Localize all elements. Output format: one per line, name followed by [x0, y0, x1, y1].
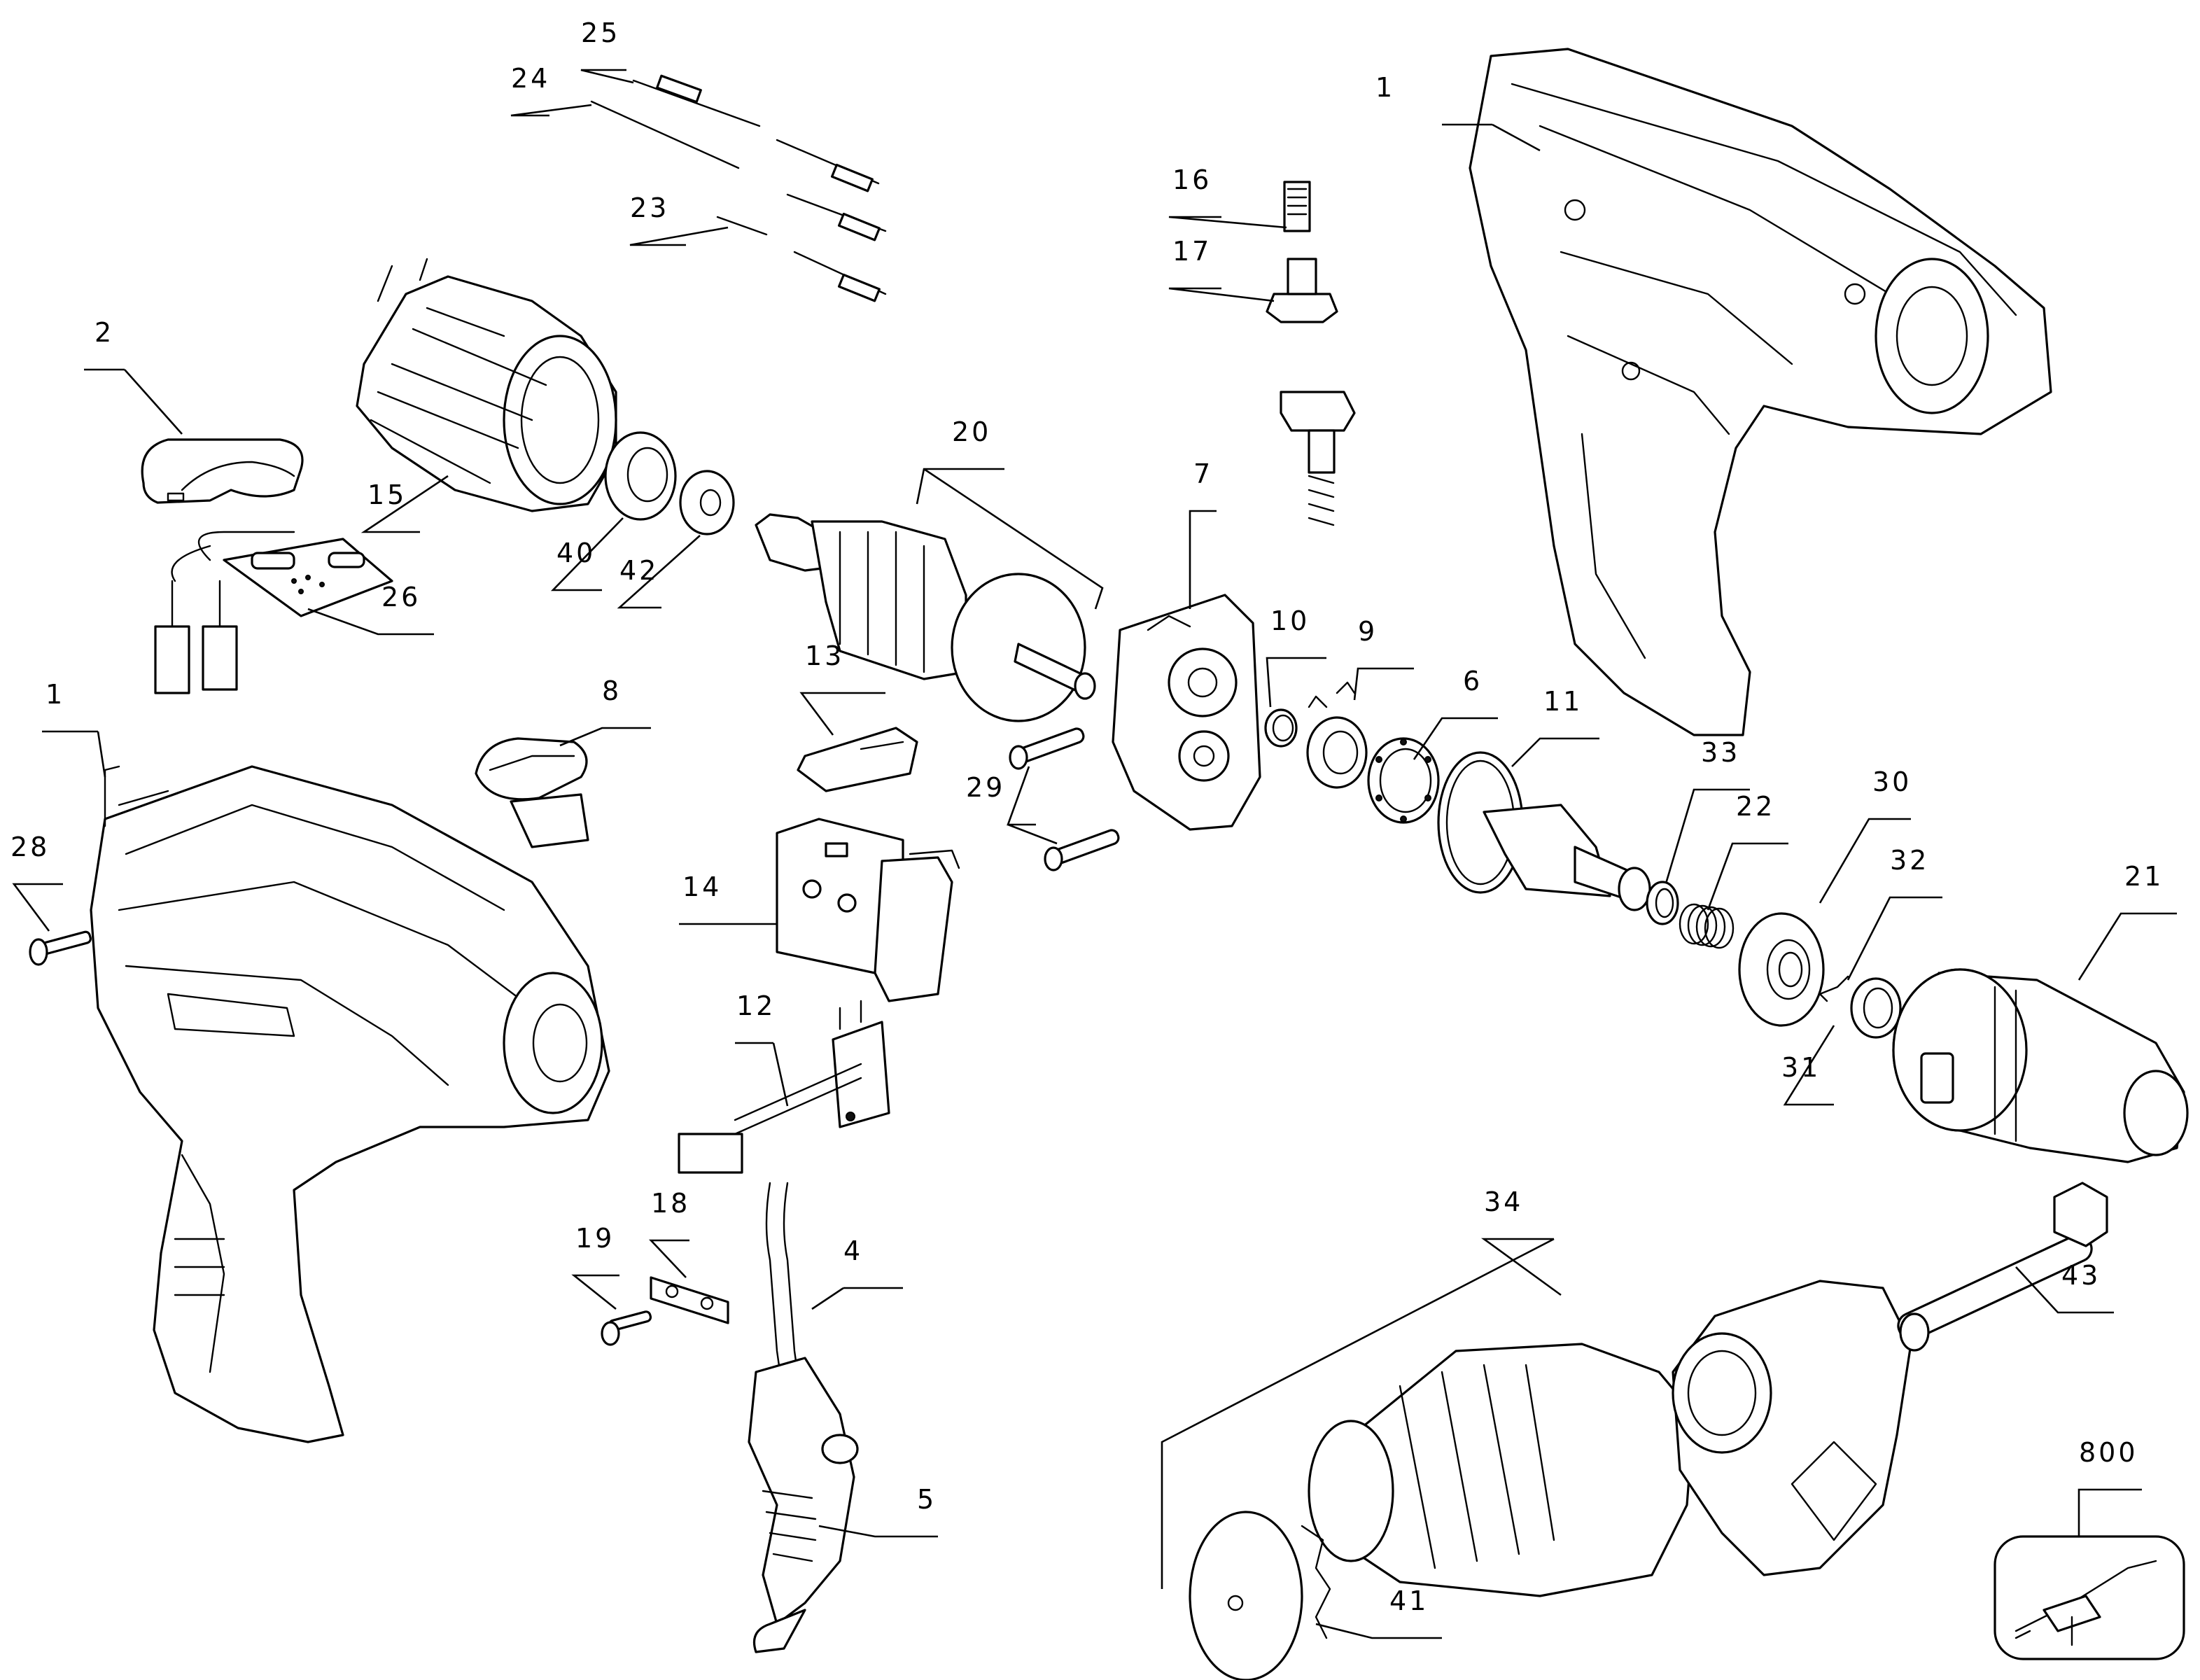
part-15-field-stator	[356, 258, 617, 512]
part-21-chuck	[1892, 968, 2189, 1163]
callout-30: 30	[1872, 766, 1912, 797]
part-4-power-cord	[765, 1182, 803, 1401]
part-9-clutch-washer	[1306, 681, 1368, 789]
part-1-housing-left	[90, 765, 610, 1443]
callout-41: 41	[1389, 1586, 1429, 1616]
part-25-wire-connector	[632, 74, 761, 127]
part-10-o-ring	[1264, 708, 1298, 748]
part-1-housing-right	[1469, 48, 2052, 736]
callout-7: 7	[1193, 458, 1213, 489]
part-43-depth-rod	[1897, 1182, 2108, 1352]
callout-32: 32	[1890, 845, 1929, 876]
part-8-lock-button	[475, 737, 589, 848]
part-23-wire	[716, 216, 887, 302]
callout-4: 4	[843, 1236, 863, 1266]
callout-43: 43	[2061, 1260, 2101, 1291]
callout-22: 22	[1736, 791, 1775, 822]
part-7-gear-plate	[1112, 594, 1261, 831]
part-29-pin-b	[1044, 829, 1120, 872]
callout-14: 14	[682, 872, 722, 902]
callout-2: 2	[94, 317, 114, 348]
callout-20: 20	[952, 416, 991, 447]
part-32-spring-clip	[1819, 975, 1849, 1002]
part-24-wire	[590, 100, 887, 241]
leader-lines	[12, 69, 2177, 1639]
callout-9: 9	[1358, 616, 1378, 647]
part-31-retaining-ring	[1850, 977, 1902, 1039]
callout-13: 13	[805, 640, 844, 671]
part-26-suppressor-board	[154, 531, 393, 694]
callout-29: 29	[966, 772, 1005, 803]
part-5-cord-protector	[748, 1357, 859, 1653]
part-34-side-handle	[1308, 1280, 1912, 1597]
callout-16: 16	[1172, 164, 1212, 195]
callout-25: 25	[581, 18, 620, 48]
part-18-cord-clamp	[650, 1276, 729, 1324]
callout-1-right: 1	[1375, 72, 1395, 103]
callout-11: 11	[1543, 686, 1583, 717]
part-28-screw	[29, 930, 92, 966]
callout-42: 42	[619, 555, 659, 586]
callout-28: 28	[10, 832, 50, 862]
part-13-actuator	[797, 727, 918, 792]
callout-5: 5	[917, 1484, 937, 1515]
callout-23: 23	[630, 192, 669, 223]
part-14-switch	[776, 818, 960, 1002]
part-17-brush-holder-cap	[1266, 258, 1338, 323]
callout-24: 24	[511, 63, 550, 94]
callout-26: 26	[381, 582, 421, 612]
part-41-handle-knob	[1189, 1511, 1331, 1680]
part-2-switch-cover	[141, 438, 304, 504]
part-16-carbon-brush	[1283, 181, 1311, 232]
callout-34: 34	[1484, 1186, 1523, 1217]
part-42-washer	[679, 470, 735, 536]
callout-31: 31	[1781, 1052, 1821, 1083]
callout-10: 10	[1270, 606, 1310, 636]
callout-21: 21	[2124, 861, 2164, 892]
part-33-o-ring	[1646, 881, 1679, 925]
part-22-spring	[1679, 903, 1735, 949]
callout-6: 6	[1463, 666, 1483, 696]
callout-1-left: 1	[45, 679, 65, 710]
callout-18: 18	[651, 1188, 690, 1219]
part-19-screw	[601, 1310, 652, 1346]
callout-800: 800	[2079, 1437, 2138, 1468]
part-6-gasket	[1367, 737, 1440, 824]
part-11-spindle-gear	[1437, 751, 1651, 911]
part-17-brush-holder-lower	[1280, 391, 1356, 526]
part-29-pin-a	[1009, 727, 1085, 770]
callout-33: 33	[1701, 737, 1740, 768]
callout-8: 8	[602, 676, 622, 706]
callout-40: 40	[556, 538, 596, 568]
part-40-bearing	[604, 431, 677, 521]
part-20-armature	[755, 513, 1096, 722]
callout-19: 19	[575, 1223, 615, 1254]
callout-12: 12	[736, 990, 776, 1021]
part-800-inset	[1994, 1535, 2185, 1660]
part-12-brush-holder	[678, 1000, 890, 1174]
callout-15: 15	[367, 479, 407, 510]
callout-17: 17	[1172, 236, 1212, 267]
callout-labels: 1 1 2 4 5 6 7 8 9 10 11 12 13 14 15 16 1…	[10, 18, 2164, 1616]
part-30-clutch-collar	[1738, 912, 1825, 1027]
